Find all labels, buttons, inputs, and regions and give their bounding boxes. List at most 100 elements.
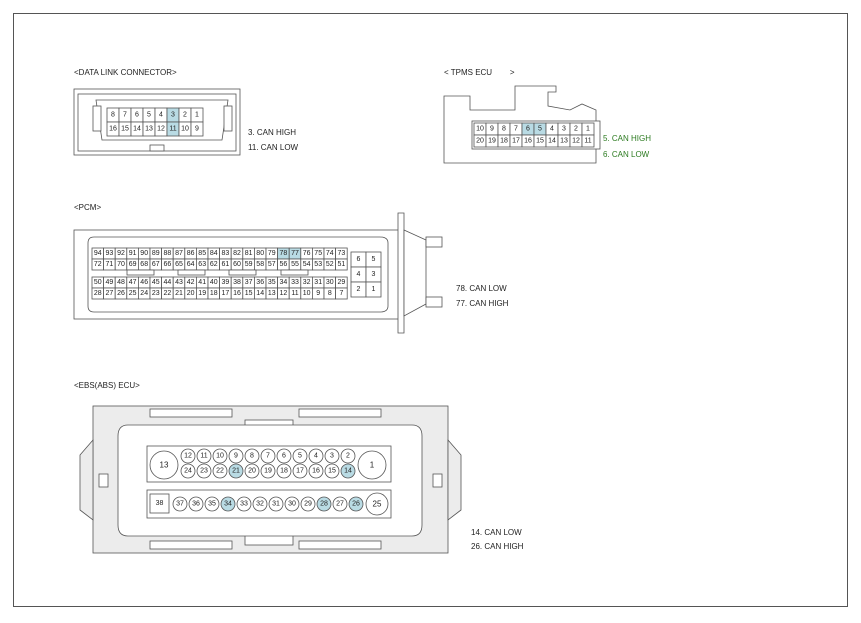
- ebs-pin-label-6: 6: [282, 453, 286, 460]
- ebs-pin-36: [188, 496, 204, 512]
- pcm-pin-label-57: 57: [268, 261, 276, 268]
- pcm-pin-label-15: 15: [245, 290, 253, 297]
- ebs-pin-label-2: 2: [346, 453, 350, 460]
- pcm-pin-label-68: 68: [140, 261, 148, 268]
- pcm-pin-label-49: 49: [106, 279, 114, 286]
- ebs-pin-label-21: 21: [232, 468, 240, 475]
- pcm-note-can-low: 78. CAN LOW: [456, 284, 507, 293]
- tpms-note-can-low: 6. CAN LOW: [603, 150, 650, 159]
- pcm-pin-label-16: 16: [233, 290, 241, 297]
- pcm-pin-label-67: 67: [152, 261, 160, 268]
- tpms-pin-label-17: 17: [512, 138, 520, 145]
- tpms-pin-label-15: 15: [536, 138, 544, 145]
- pcm-pin-label-14: 14: [256, 290, 264, 297]
- pcm-pin-label-12: 12: [280, 290, 288, 297]
- ebs-pin-label-13: 13: [160, 461, 169, 470]
- ebs-pin-37: [172, 496, 188, 512]
- pcm-pin-label-89: 89: [152, 250, 160, 257]
- ebs-pin-11: [196, 448, 212, 464]
- pcm-pin-label-86: 86: [187, 250, 195, 257]
- pcm-pin-label-1: 1: [372, 286, 376, 293]
- pcm-divider-2: [228, 269, 257, 276]
- pcm-pin-label-85: 85: [198, 250, 206, 257]
- ebs-tab-left: [98, 473, 109, 488]
- pcm-pin-label-87: 87: [175, 250, 183, 257]
- dlc-pin-label-4: 4: [159, 112, 163, 119]
- tpms-pin-label-5: 5: [538, 126, 542, 133]
- ebs-pin-label-27: 27: [336, 501, 344, 508]
- dlc-pin-label-13: 13: [145, 126, 153, 133]
- ebs-pin-6: [276, 448, 292, 464]
- pcm-pin-label-44: 44: [164, 279, 172, 286]
- pcm-pin-label-76: 76: [303, 250, 311, 257]
- pcm-pin-1: [365, 281, 382, 298]
- dlc-key: [149, 144, 165, 152]
- dlc-pin-label-8: 8: [111, 112, 115, 119]
- ebs-pin-label-29: 29: [304, 501, 312, 508]
- tpms-pin-label-10: 10: [476, 126, 484, 133]
- pcm-pin-label-74: 74: [326, 250, 334, 257]
- pcm-pin-label-22: 22: [164, 290, 172, 297]
- pcm-pin-label-29: 29: [338, 279, 346, 286]
- ebs-pin-label-7: 7: [266, 453, 270, 460]
- dlc-note-can-high: 3. CAN HIGH: [248, 128, 297, 137]
- dlc-pin-label-3: 3: [171, 112, 175, 119]
- ebs-pin-label-35: 35: [208, 501, 216, 508]
- pcm-pin-label-90: 90: [140, 250, 148, 257]
- pcm-pin-label-34: 34: [280, 279, 288, 286]
- ebs-pin-label-19: 19: [264, 468, 272, 475]
- tpms-pin-label-7: 7: [514, 126, 518, 133]
- pcm-pin-label-83: 83: [222, 250, 230, 257]
- pcm-pin-label-11: 11: [291, 290, 298, 297]
- pcm-pin-label-21: 21: [175, 290, 183, 297]
- ebs-pin-label-34: 34: [224, 501, 232, 508]
- pcm-pin-label-78: 78: [280, 250, 288, 257]
- pcm-pin-label-7: 7: [339, 290, 343, 297]
- ebs-pin-label-8: 8: [250, 453, 254, 460]
- ebs-pin-25: [365, 492, 389, 516]
- ebs-pin-2: [340, 448, 356, 464]
- pcm-pin-label-40: 40: [210, 279, 218, 286]
- pcm-pin-label-66: 66: [164, 261, 172, 268]
- pcm-pin-label-2: 2: [357, 286, 361, 293]
- pcm-boot: [403, 229, 427, 317]
- pcm-pin-label-58: 58: [256, 261, 264, 268]
- pcm-pin-label-91: 91: [129, 250, 137, 257]
- ebs-pin-30: [284, 496, 300, 512]
- dlc-pin-label-1: 1: [195, 112, 199, 119]
- ebs-pin-label-24: 24: [184, 468, 192, 475]
- ebs-pin-3: [324, 448, 340, 464]
- ebs-ear-right: [447, 438, 462, 521]
- ebs-pin-4: [308, 448, 324, 464]
- pcm-pin-label-79: 79: [268, 250, 276, 257]
- pcm-pin-label-94: 94: [94, 250, 102, 257]
- tpms-title: < TPMS ECU >: [444, 68, 515, 77]
- tpms-pin-label-12: 12: [572, 138, 580, 145]
- tpms-note-can-high: 5. CAN HIGH: [603, 134, 652, 143]
- ebs-pin-label-15: 15: [328, 468, 336, 475]
- ebs-rail-top-left: [149, 408, 233, 418]
- ebs-pin-label-10: 10: [216, 453, 224, 460]
- ebs-title: <EBS(ABS) ECU>: [74, 381, 140, 390]
- dlc-pin-9: [190, 121, 204, 137]
- pcm-pin-label-30: 30: [326, 279, 334, 286]
- pcm-pin-label-55: 55: [291, 261, 299, 268]
- pcm-pin-label-73: 73: [338, 250, 346, 257]
- tpms-pin-label-11: 11: [584, 138, 591, 145]
- ebs-pin-label-17: 17: [296, 468, 304, 475]
- pcm-divider-0: [126, 269, 155, 276]
- dlc-pin-label-7: 7: [123, 112, 127, 119]
- ebs-pin-label-1: 1: [370, 461, 375, 470]
- pcm-pin-label-84: 84: [210, 250, 218, 257]
- ebs-pin-14: [340, 463, 356, 479]
- pcm-pin-label-35: 35: [268, 279, 276, 286]
- ebs-pin-label-31: 31: [272, 501, 280, 508]
- pcm-pin-label-77: 77: [291, 250, 299, 257]
- ebs-pin-label-11: 11: [200, 453, 207, 460]
- pcm-pin-label-47: 47: [129, 279, 137, 286]
- ebs-pin-33: [236, 496, 252, 512]
- pcm-title: <PCM>: [74, 203, 102, 212]
- tpms-pin-11: [581, 134, 595, 148]
- ebs-pin-19: [260, 463, 276, 479]
- tpms-pin-label-9: 9: [490, 126, 494, 133]
